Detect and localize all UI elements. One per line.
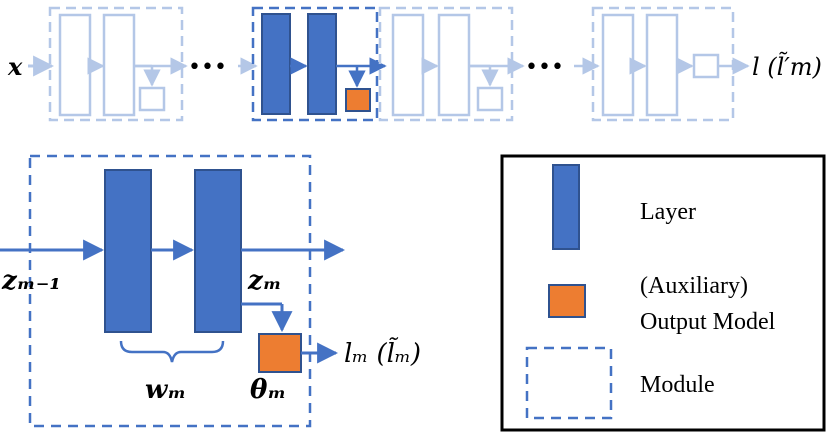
highlighted-module bbox=[251, 6, 387, 122]
aux-output-block bbox=[476, 86, 504, 112]
layer-block-1 bbox=[104, 169, 152, 333]
ellipsis-2: ••• bbox=[525, 55, 564, 80]
top-pipeline: x ••• bbox=[7, 6, 822, 122]
aux-output-block bbox=[345, 88, 371, 112]
weights-label: wₘ bbox=[145, 375, 186, 405]
legend-aux-label-2: Output Model bbox=[640, 309, 776, 335]
faded-module-last bbox=[591, 6, 750, 122]
layer-block bbox=[391, 13, 425, 117]
layer-block bbox=[58, 13, 92, 117]
legend-aux-swatch bbox=[548, 284, 586, 318]
legend-module-swatch bbox=[525, 346, 613, 420]
layer-block bbox=[307, 13, 337, 115]
layer-block bbox=[437, 13, 471, 117]
layer-block bbox=[601, 13, 635, 117]
module-border bbox=[591, 6, 735, 122]
module-border bbox=[28, 154, 312, 428]
module-border bbox=[48, 6, 184, 122]
legend: Layer (Auxiliary) Output Model Module bbox=[500, 154, 826, 432]
final-output-block bbox=[692, 53, 720, 79]
z-label: zₘ bbox=[247, 266, 282, 296]
ellipsis-1: ••• bbox=[188, 55, 227, 80]
legend-aux-label-1: (Auxiliary) bbox=[640, 273, 748, 299]
module-detail: zₘ₋₁ zₘ wₘ θₘ lₘ (l̃ₘ) bbox=[0, 154, 421, 428]
z-prev-label: zₘ₋₁ bbox=[1, 266, 61, 296]
input-x-label: x bbox=[7, 52, 23, 81]
theta-label: θₘ bbox=[250, 375, 286, 405]
faded-module-1 bbox=[48, 6, 188, 122]
top-output-label: l (l̃′m) bbox=[752, 52, 822, 81]
legend-module-label: Module bbox=[640, 372, 715, 398]
loss-label: lₘ (l̃ₘ) bbox=[344, 337, 421, 369]
legend-layer-swatch bbox=[552, 164, 580, 250]
aux-output-block bbox=[138, 86, 166, 112]
legend-layer-label: Layer bbox=[640, 199, 696, 225]
aux-output-model bbox=[258, 333, 302, 373]
weights-brace bbox=[119, 340, 225, 363]
layer-block bbox=[645, 13, 679, 117]
layer-block-2 bbox=[194, 169, 242, 333]
faded-module-3 bbox=[378, 6, 525, 122]
layer-block bbox=[261, 13, 291, 115]
module-border bbox=[378, 6, 514, 122]
layer-block bbox=[102, 13, 136, 117]
